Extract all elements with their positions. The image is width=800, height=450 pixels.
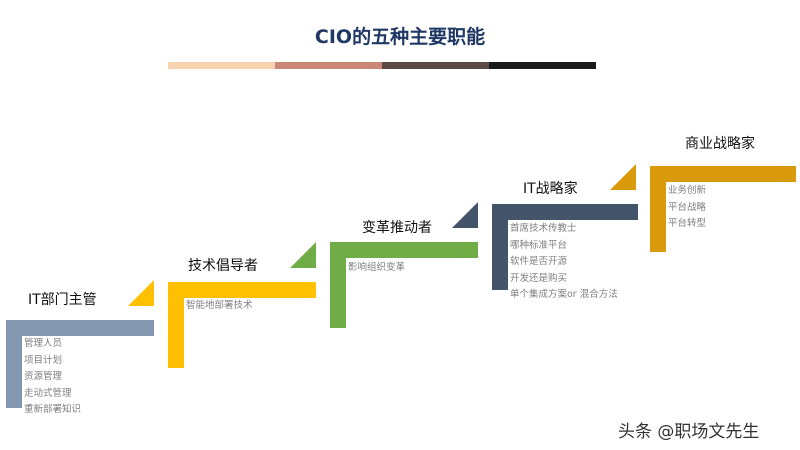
list-item: 单个集成方案or 混合方法: [510, 289, 618, 300]
list-item: 资源管理: [24, 371, 63, 382]
step-top-bar: [650, 166, 796, 182]
page-title: CIO的五种主要职能: [314, 26, 486, 48]
step-item-list: 智能地部署技术: [186, 298, 253, 315]
step-title: 变革推动者: [362, 220, 432, 236]
step-side-bar: [650, 166, 666, 252]
list-item: 软件是否开源: [510, 256, 568, 267]
step-title: 商业战略家: [685, 136, 755, 152]
underline-segment-1: [168, 62, 275, 69]
step-item-list: 管理人员 项目计划 资源管理 走动式管理 重新部署知识: [24, 336, 81, 419]
step-title: 技术倡导者: [188, 258, 258, 274]
step-item-list: 影响组织变革: [348, 260, 405, 277]
step-corner-triangle: [610, 164, 636, 190]
list-item: 平台转型: [668, 218, 707, 229]
list-item: 影响组织变革: [348, 262, 406, 273]
list-item: 业务创新: [668, 185, 707, 196]
step-item-list: 业务创新 平台战略 平台转型: [668, 183, 706, 233]
list-item: 项目计划: [24, 354, 63, 366]
list-item: 哪种标准平台: [510, 239, 568, 251]
watermark-text: 头条 @职场文先生: [618, 422, 760, 442]
list-item: 首席技术传教士: [510, 223, 577, 234]
step-corner-triangle: [128, 280, 154, 306]
step-side-bar: [6, 320, 22, 408]
list-item: 平台战略: [668, 201, 707, 213]
underline-segment-4: [489, 62, 596, 69]
step-title: IT战略家: [523, 181, 578, 197]
step-corner-triangle: [290, 242, 316, 268]
step-side-bar: [168, 282, 184, 368]
step-item-list: 首席技术传教士 哪种标准平台 软件是否开源 开发还是购买 单个集成方案or 混合…: [510, 221, 618, 304]
list-item: 走动式管理: [24, 387, 72, 399]
step-top-bar: [168, 282, 316, 298]
list-item: 重新部署知识: [24, 404, 82, 415]
title-underline: [168, 62, 596, 69]
step-side-bar: [330, 242, 346, 328]
step-side-bar: [492, 204, 508, 290]
underline-segment-3: [382, 62, 489, 69]
step-top-bar: [330, 242, 478, 258]
list-item: 智能地部署技术: [186, 300, 253, 311]
step-corner-triangle: [452, 202, 478, 228]
step-top-bar: [492, 204, 638, 220]
underline-segment-2: [275, 62, 382, 69]
list-item: 管理人员: [24, 338, 63, 349]
step-title: IT部门主管: [28, 292, 97, 308]
step-top-bar: [6, 320, 154, 336]
list-item: 开发还是购买: [510, 272, 568, 284]
